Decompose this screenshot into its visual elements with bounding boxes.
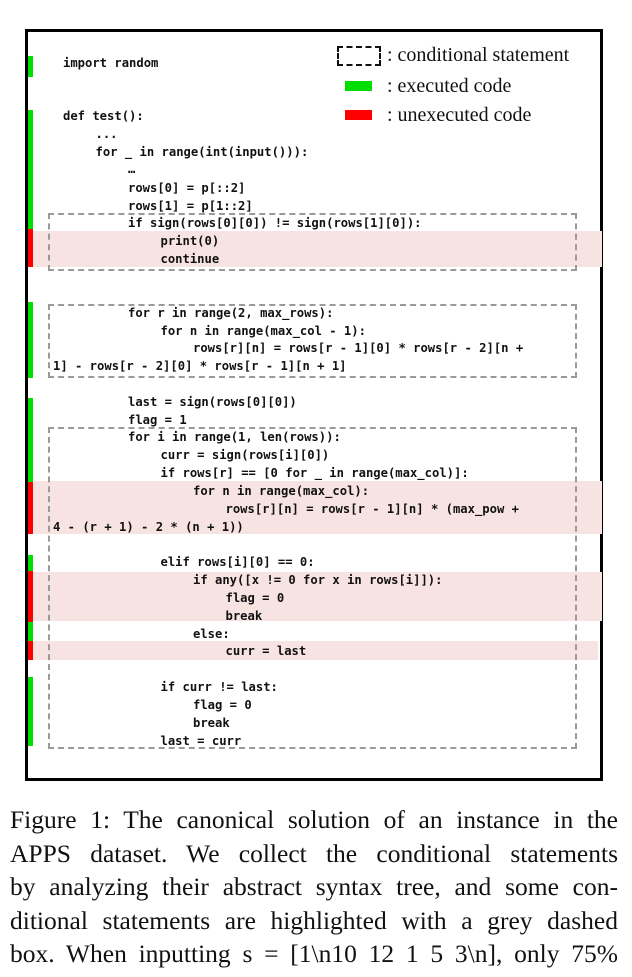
unexecuted-highlight — [28, 572, 602, 621]
code-line: elif rows[i][0] == 0: — [160, 555, 315, 569]
code-line: last = curr — [160, 734, 242, 748]
caption-line: Figure 1: The canonical solution of an i… — [10, 805, 618, 834]
caption-line: by analyzing their abstract syntax tree,… — [10, 872, 618, 901]
code-line: continue — [160, 252, 220, 266]
executed-bar — [28, 677, 33, 746]
executed-bar — [28, 110, 33, 229]
unexecuted-bar — [28, 229, 33, 267]
conditional-dashed-box — [48, 427, 577, 749]
executed-bar — [28, 302, 33, 378]
code-line: for r in range(2, max_rows): — [128, 306, 334, 320]
executed-bar — [28, 56, 33, 77]
code-line: else: — [193, 627, 230, 641]
code-line: if curr != last: — [160, 680, 278, 694]
code-figure-frame — [25, 29, 603, 781]
code-line: for i in range(1, len(rows)): — [128, 430, 341, 444]
caption-line: APPS dataset. We collect the conditional… — [10, 838, 618, 868]
conditional-dashed-box — [48, 304, 577, 378]
executed-bar — [28, 622, 33, 641]
code-line: … — [128, 162, 136, 176]
code-line: rows[1] = p[1::2] — [128, 199, 253, 213]
red-swatch-icon — [345, 110, 372, 120]
legend-conditional-label: : conditional statement — [387, 44, 570, 66]
code-line: for n in range(max_col - 1): — [160, 324, 366, 338]
code-line: flag = 1 — [128, 413, 187, 427]
code-line: last = sign(rows[0][0]) — [128, 395, 297, 409]
code-line: print(0) — [160, 234, 220, 248]
code-line: break — [193, 716, 230, 730]
code-line: import random — [63, 56, 159, 70]
code-line: ... — [95, 127, 118, 141]
code-line: curr = sign(rows[i][0]) — [160, 448, 330, 462]
code-line: if any([x != 0 for x in rows[i]]): — [193, 573, 443, 587]
green-swatch-icon — [345, 81, 372, 91]
code-line: curr = last — [225, 644, 307, 658]
code-line: rows[r][n] = rows[r - 1][0] * rows[r - 2… — [193, 341, 524, 355]
code-line: flag = 0 — [225, 591, 285, 605]
figure-caption: Figure 1: The canonical solution of an i… — [10, 803, 618, 971]
unexecuted-highlight — [28, 641, 598, 660]
unexecuted-highlight — [28, 481, 602, 534]
legend-unexecuted-label: : unexecuted code — [387, 104, 532, 126]
unexecuted-bar — [28, 571, 33, 622]
unexecuted-bar — [28, 641, 33, 660]
code-line: 4 - (r + 1) - 2 * (n + 1)) — [53, 520, 244, 534]
code-line: rows[r][n] = rows[r - 1][n] * (max_pow + — [225, 502, 520, 516]
code-line: flag = 0 — [193, 698, 252, 712]
executed-bar — [28, 555, 33, 571]
code-line: if rows[r] == [0 for _ in range(max_col)… — [160, 466, 469, 480]
code-line: break — [225, 609, 263, 623]
caption-line: box. When inputting s = [1\n10 12 1 5 3\… — [10, 939, 618, 968]
code-line: for n in range(max_col): — [193, 484, 370, 498]
code-line: 1] - rows[r - 2][0] * rows[r - 1][n + 1] — [53, 359, 347, 373]
legend-executed-label: : executed code — [387, 75, 512, 97]
code-line: if sign(rows[0][0]) != sign(rows[1][0]): — [128, 216, 422, 230]
code-line: rows[0] = p[::2] — [128, 181, 246, 195]
dashed-box-legend-icon — [337, 46, 381, 66]
unexecuted-highlight — [28, 231, 602, 267]
code-line: def test(): — [63, 109, 144, 123]
code-line: for _ in range(int(input())): — [95, 145, 309, 159]
conditional-dashed-box — [48, 213, 577, 271]
unexecuted-bar — [28, 482, 33, 534]
caption-line: ditional statements are highlighted with… — [10, 905, 618, 935]
executed-bar — [28, 398, 33, 482]
